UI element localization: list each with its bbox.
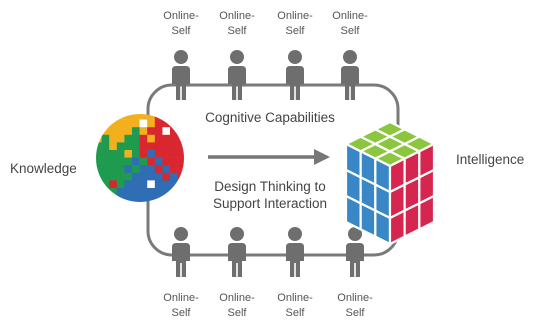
online-self-label: Online- Self — [273, 291, 317, 321]
online-self-label: Online- Self — [159, 9, 203, 39]
online-self-label-line2: Self — [340, 25, 360, 37]
online-self-label: Online- Self — [273, 9, 317, 39]
person-icon — [172, 50, 190, 100]
top-people-row — [172, 50, 359, 100]
person-icon — [341, 50, 359, 100]
person-icon — [346, 227, 364, 277]
online-self-label-line1: Online- — [163, 292, 199, 304]
person-icon — [228, 227, 246, 277]
online-self-label-line1: Online- — [219, 292, 255, 304]
online-self-label-line2: Self — [171, 307, 191, 319]
online-self-label-line2: Self — [171, 25, 191, 37]
knowledge-label: Knowledge — [10, 161, 77, 176]
online-self-label-line2: Self — [285, 307, 305, 319]
knowledge-pixel-icon — [96, 114, 184, 202]
bottom-people-row — [172, 227, 364, 277]
intelligence-cube-icon — [344, 120, 436, 246]
online-self-label-line1: Online- — [277, 292, 313, 304]
person-icon — [228, 50, 246, 100]
online-self-label: Online- Self — [328, 9, 372, 39]
online-self-label-line1: Online- — [337, 292, 373, 304]
design-thinking-line-1: Design Thinking to — [214, 179, 326, 194]
online-self-label-line1: Online- — [219, 10, 255, 22]
person-icon — [286, 50, 304, 100]
online-self-label-line2: Self — [227, 307, 247, 319]
online-self-label-line2: Self — [345, 307, 365, 319]
person-icon — [286, 227, 304, 277]
person-icon — [172, 227, 190, 277]
online-self-label: Online- Self — [215, 9, 259, 39]
online-self-label: Online- Self — [159, 291, 203, 321]
intelligence-label: Intelligence — [456, 152, 525, 167]
online-self-label-line1: Online- — [163, 10, 199, 22]
online-self-label: Online- Self — [215, 291, 259, 321]
design-thinking-line-2: Support Interaction — [212, 196, 328, 211]
online-self-label: Online- Self — [333, 291, 377, 321]
online-self-label-line1: Online- — [332, 10, 368, 22]
online-self-label-line1: Online- — [277, 10, 313, 22]
online-self-label-line2: Self — [285, 25, 305, 37]
online-self-label-line2: Self — [227, 25, 247, 37]
arrow-right-icon — [208, 149, 330, 165]
cognitive-capabilities-label: Cognitive Capabilities — [205, 110, 335, 125]
